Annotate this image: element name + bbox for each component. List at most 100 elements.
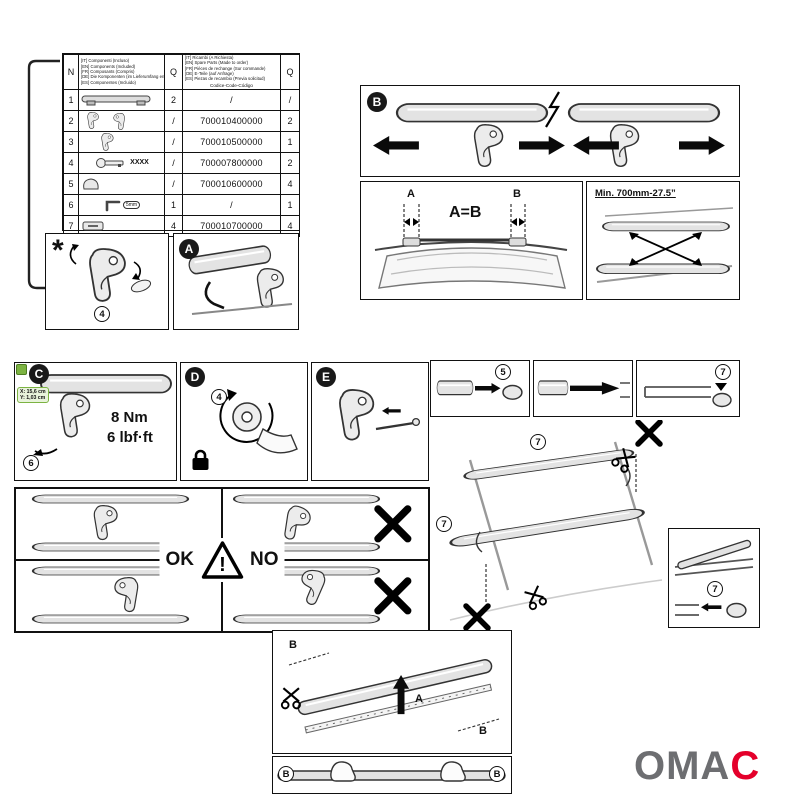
fit-bar-illustration — [277, 761, 506, 782]
table-row: 4 XXXX / 700007800000 2 — [63, 151, 300, 174]
part-code: 700010600000 — [182, 172, 281, 195]
end-cap-5-panel: 5 — [430, 360, 530, 417]
no-label: NO — [250, 549, 279, 570]
step-a-badge: A — [179, 239, 199, 259]
part-code: / — [182, 193, 281, 216]
slide-in-illustration — [537, 380, 630, 398]
qty-spare: 1 — [280, 130, 300, 153]
qty-included: 1 — [164, 193, 183, 216]
qty-spare: 2 — [280, 109, 300, 132]
step-d-lock-panel: D 4 — [180, 362, 308, 481]
ok-example-top — [15, 488, 222, 560]
qty-included: / — [164, 130, 183, 153]
clamp-pad-illustration — [69, 244, 152, 302]
equal-spacing-panel: A B A=B — [360, 181, 583, 300]
callout-7: 7 — [436, 516, 452, 532]
included-legend: [IT] Componenti (Incluso) [EN] Component… — [78, 54, 165, 90]
qty-included: / — [164, 151, 183, 174]
callout-4: 4 — [211, 389, 227, 405]
measure-cut-panel: B B A — [272, 630, 512, 754]
qty-included: / — [164, 109, 183, 132]
distance-b-label: B — [513, 188, 521, 200]
qty-spare: 4 — [280, 172, 300, 195]
step-a-panel: A — [173, 233, 299, 330]
cap-fit-illustration — [436, 380, 523, 400]
ok-no-panel: OK ! NO — [14, 487, 430, 633]
col-header-q-spare: Q — [280, 54, 300, 90]
dimension-x: X: 15,6 cm — [20, 389, 46, 395]
table-header-row: N [IT] Componenti (Incluso) [EN] Compone… — [63, 54, 300, 90]
part-code: 700010400000 — [182, 109, 281, 132]
table-row: 1 2 / / — [63, 88, 300, 111]
legend-line: [IT] Ricambi (A Richiesta) — [185, 55, 234, 60]
callout-6: 6 — [23, 455, 39, 471]
slide-in-panel — [533, 360, 633, 417]
table-row: 3 / 700010500000 1 — [63, 130, 300, 153]
table-row: 2 / 700010400000 2 — [63, 109, 300, 132]
step-d-badge: D — [185, 367, 205, 387]
min-spread-label: Min. 700mm-27.5” — [595, 188, 676, 199]
callout-4: 4 — [94, 306, 110, 322]
step-b-panel: B — [360, 85, 740, 177]
fit-bar-panel: B B — [272, 756, 512, 794]
part-code: 700007800000 — [182, 151, 281, 174]
part-allen-key-icon: 5mm — [78, 193, 165, 216]
step-e-badge: E — [316, 367, 336, 387]
warning-mark: ! — [219, 554, 226, 576]
tighten-clamp-illustration — [33, 373, 173, 456]
legend-line: [ES] Componentes (Incluido) — [81, 79, 136, 85]
legend-line: [FR] Composants (Compris) — [81, 69, 135, 75]
table-row: 6 5mm 1 / 1 — [63, 193, 300, 216]
ok-example-bottom — [15, 560, 222, 632]
car-front-illustration — [374, 204, 568, 289]
ok-no-badge: OK ! NO — [159, 538, 285, 582]
part-crossbar-icon — [78, 88, 165, 111]
lock-icon — [191, 449, 210, 472]
insert-pin-illustration — [339, 389, 421, 441]
part-cap-icon — [78, 172, 165, 195]
logo-red-text: C — [730, 744, 761, 788]
part-key-icon: XXXX — [78, 151, 165, 174]
legend-line: [IT] Componenti (Incluso) — [81, 58, 130, 64]
roof-overview-illustration — [448, 420, 665, 635]
green-marker-icon — [16, 364, 27, 375]
qty-spare: 1 — [280, 193, 300, 216]
ok-no-grid — [15, 488, 429, 632]
rubber-pad-detail-panel: * 4 — [45, 233, 169, 330]
cut-b-label: B — [289, 639, 297, 651]
part-bracket-icon — [78, 214, 165, 237]
torque-lbfft-label: 6 lbf·ft — [107, 429, 153, 446]
callout-7: 7 — [530, 434, 546, 450]
legend-line: [EN] Spare Parts (Made to order) — [185, 60, 249, 66]
table-row: 7 4 700010700000 4 — [63, 214, 300, 237]
qty-spare: 2 — [280, 151, 300, 174]
code-caption: Codice-Code-Código — [210, 82, 253, 88]
callout-7: 7 — [715, 364, 731, 380]
legend-line: [DE] E-Teile (auf Anfrage) — [185, 71, 234, 77]
dimension-y: Y: 1,03 cm — [20, 395, 46, 401]
callout-7: 7 — [707, 581, 723, 597]
callout-5: 5 — [495, 364, 511, 380]
legend-line: [EN] Components (Included) — [81, 63, 136, 69]
step-c-torque-panel: C X: 15,6 cm Y: 1,03 cm 6 8 Nm 6 lbf·ft — [14, 362, 177, 481]
allen-key-size: 5mm — [122, 200, 141, 209]
legend-line: [DE] Die Komponenten (im Lieferumfang en… — [81, 74, 165, 80]
dimension-box: X: 15,6 cm Y: 1,03 cm — [17, 387, 49, 403]
spare-legend: [IT] Ricambi (A Richiesta) [EN] Spare Pa… — [182, 54, 281, 90]
col-header-q-included: Q — [164, 54, 183, 90]
rail-cap-illustration — [644, 383, 732, 408]
legend-line: [ES] Piezas de recambio (Previa solicitu… — [185, 76, 266, 82]
slide-clamps-illustration — [373, 91, 725, 168]
asterisk-marker: * — [52, 234, 64, 267]
step-b-badge: B — [367, 92, 387, 112]
warning-triangle-icon: ! — [201, 541, 243, 579]
measure-cut-illustration — [280, 652, 500, 734]
parts-table-panel: N [IT] Componenti (Incluso) [EN] Compone… — [62, 53, 300, 237]
fit-b-callout: B — [489, 766, 505, 782]
cut-b-label: B — [479, 725, 487, 737]
step-c-badge: C — [29, 364, 49, 384]
brand-logo: OMAC — [634, 744, 760, 789]
fit-b-callout: B — [278, 766, 294, 782]
rail-cap-detail-illustration — [674, 539, 754, 618]
turn-knob-illustration — [219, 389, 298, 454]
